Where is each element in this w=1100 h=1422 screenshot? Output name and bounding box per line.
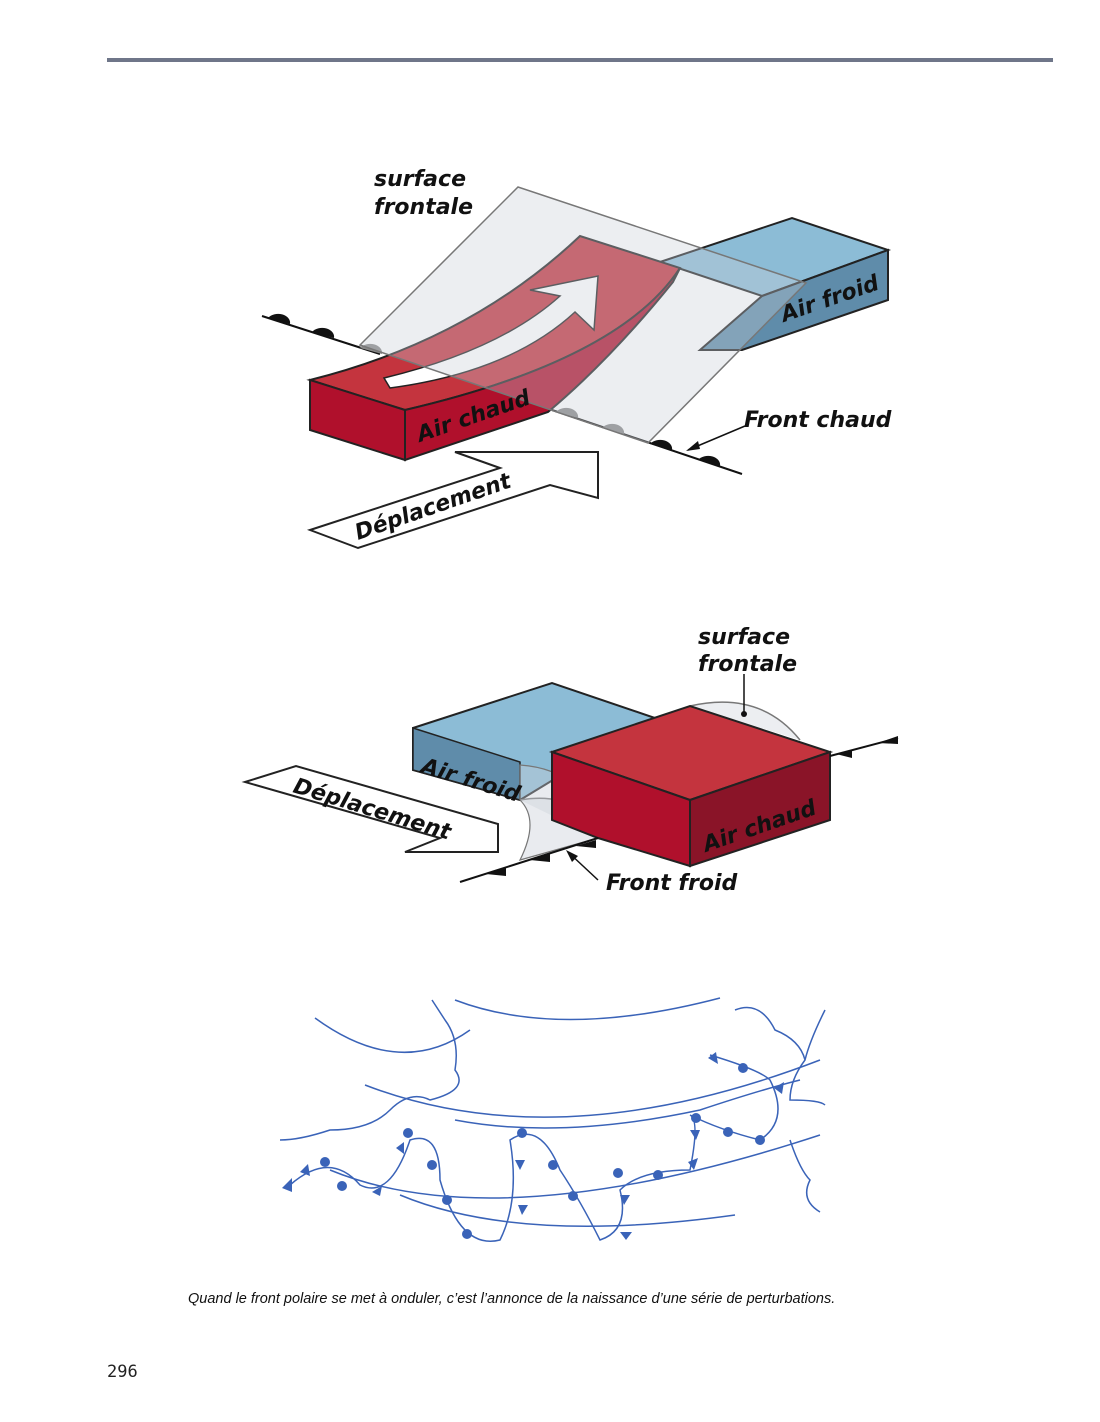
movement-label: Déplacement [352, 468, 516, 545]
front-label: Front froid [606, 871, 737, 896]
frontal-surface-plane [358, 186, 808, 444]
polar-front-map [279, 997, 826, 1242]
surface-label-2: frontale [374, 195, 473, 220]
surface-label-2: frontale [698, 652, 797, 677]
movement-arrow [241, 764, 499, 853]
warm-air-block [306, 234, 682, 462]
front-label: Front chaud [744, 408, 892, 433]
cold-air-block [656, 216, 892, 351]
cold-front-diagram: surface frontale Air froid Air chaud Fro… [241, 625, 899, 896]
page-number: 296 [107, 1362, 138, 1382]
warm-front-diagram: surface frontale Air chaud Air froid Fro… [261, 167, 892, 550]
surface-label-1: surface [374, 167, 466, 192]
surface-label-1: surface [698, 625, 790, 650]
warm-cold-front [289, 1054, 779, 1242]
warm-air-block [548, 704, 834, 868]
figure-caption: Quand le front polaire se met à onduler,… [188, 1291, 836, 1307]
rising-air-arrow [382, 275, 599, 389]
movement-arrow [306, 451, 599, 550]
cold-front-line [459, 736, 899, 883]
header-rule [107, 58, 1053, 62]
